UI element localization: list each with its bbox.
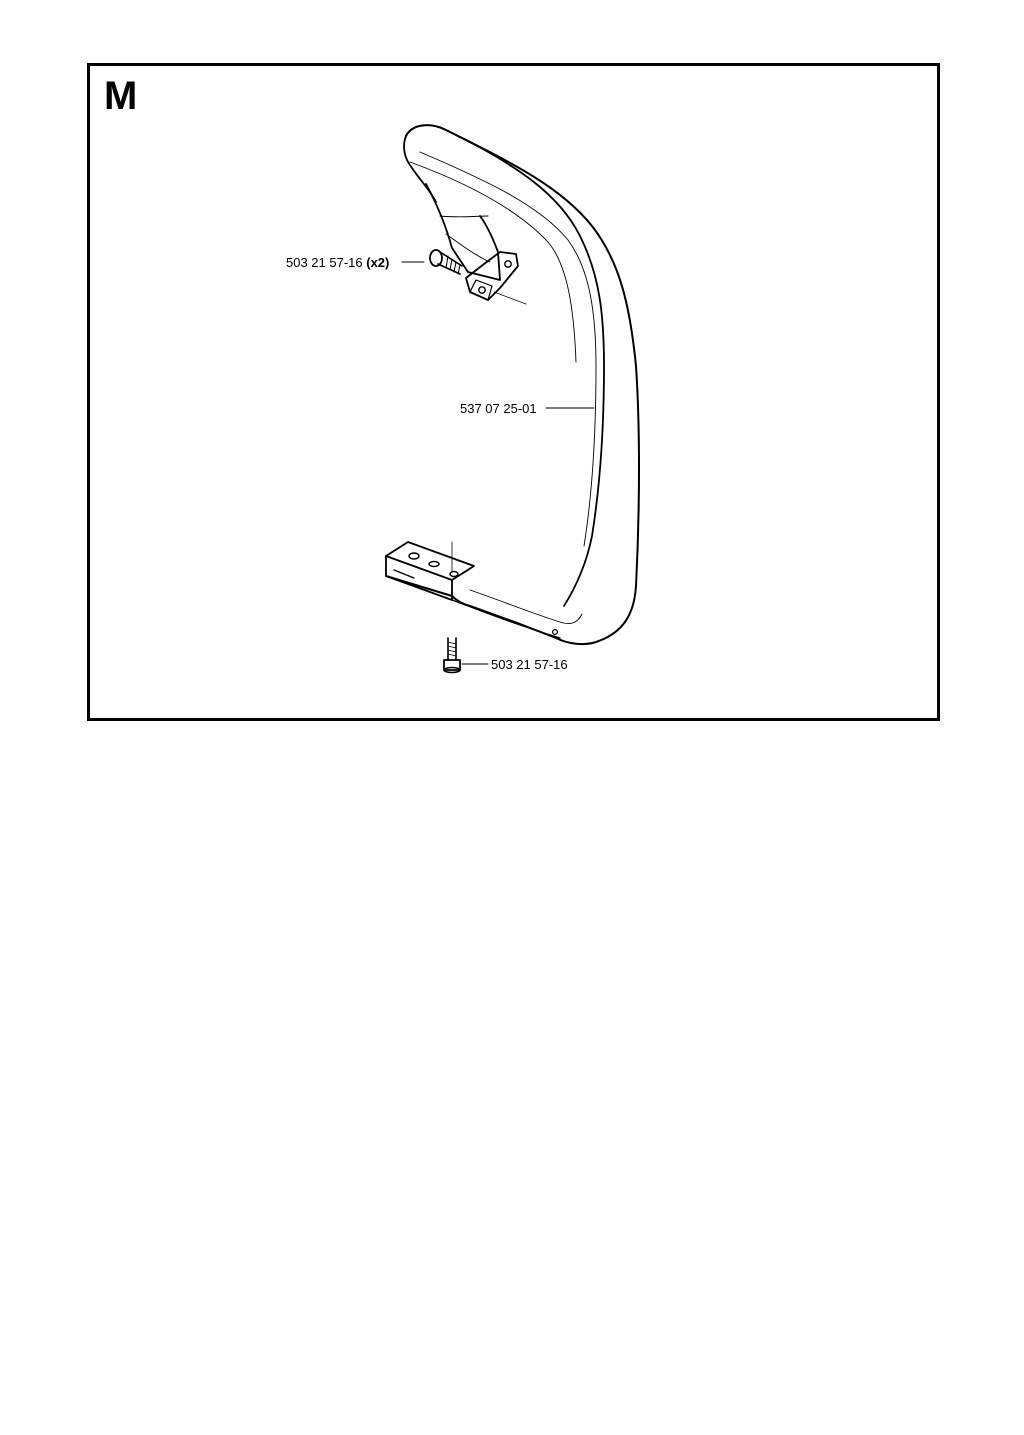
mount-block-outline xyxy=(465,251,519,301)
lower-handle-ridge xyxy=(469,589,583,625)
callout-upper-bolt-quantity: (x2) xyxy=(366,255,390,270)
upper-bolt-thread xyxy=(445,255,461,275)
callout-upper-bolt: 503 21 57-16 (x2) xyxy=(286,256,389,269)
callout-lower-bolt: 503 21 57-16 xyxy=(491,657,568,672)
handle-inner-contour xyxy=(445,129,605,607)
diagram-frame: M xyxy=(87,63,940,721)
lower-bracket-slot xyxy=(393,569,415,579)
callout-upper-bolt-number: 503 21 57-16 xyxy=(286,255,363,270)
section-letter: M xyxy=(104,74,138,118)
lower-handle-bottom xyxy=(451,599,561,639)
lower-bracket-hole-3 xyxy=(449,570,459,578)
lower-bracket-hole-2 xyxy=(428,560,440,568)
lower-bolt-base xyxy=(443,666,461,674)
upper-bracket-shell xyxy=(425,183,501,281)
handle-ridge-1 xyxy=(419,151,597,547)
mount-leader-line xyxy=(493,291,527,305)
upper-bolt-group xyxy=(429,249,463,275)
lower-bracket-plate xyxy=(385,541,475,581)
lower-bolt-group xyxy=(443,637,461,674)
callout-front-handle: 537 07 25-01 xyxy=(460,401,537,416)
mount-hole-2 xyxy=(504,260,512,268)
mount-block-face xyxy=(469,279,493,301)
handle-ridge-2 xyxy=(409,161,577,363)
upper-bracket-inner-2 xyxy=(445,233,491,263)
handle-outer-contour xyxy=(385,124,640,646)
lower-handle-hole xyxy=(552,628,559,635)
lower-bolt-thread xyxy=(447,641,457,657)
lower-bolt-shank xyxy=(447,637,457,661)
upper-bolt-shank xyxy=(437,251,463,275)
lower-bracket-hole-1 xyxy=(408,552,420,560)
handle-drawing xyxy=(385,124,640,674)
upper-bolt-head xyxy=(429,249,443,267)
mount-hole-1 xyxy=(478,286,486,294)
lower-bracket-side xyxy=(385,555,453,601)
upper-bracket-inner xyxy=(439,215,489,218)
